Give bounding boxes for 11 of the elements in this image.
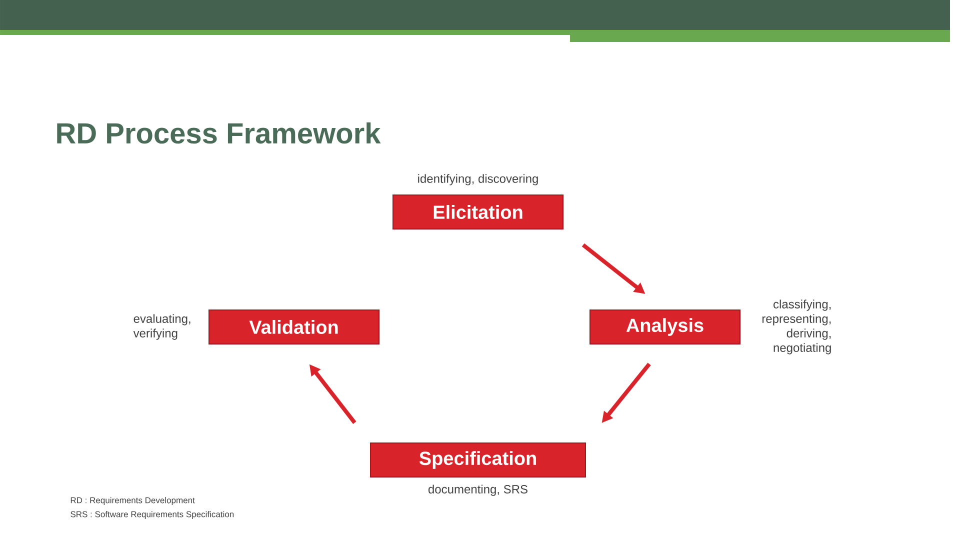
process-box: Specification — [370, 442, 586, 478]
process-box: Elicitation — [392, 194, 564, 230]
process-box: Validation — [208, 309, 380, 344]
footnote: SRS : Software Requirements Specification — [70, 511, 234, 519]
annotation-text: classifying, representing, deriving, negotiating — [762, 300, 831, 354]
process-box: Analysis — [590, 309, 740, 344]
annotation-text: evaluating, verifying — [133, 314, 190, 340]
footnote: RD : Requirements Development — [70, 497, 195, 505]
annotation-text: documenting, SRS — [428, 484, 528, 496]
annotation-text: identifying, discovering — [418, 174, 538, 186]
slide-title: RD Process Framework — [57, 122, 381, 144]
